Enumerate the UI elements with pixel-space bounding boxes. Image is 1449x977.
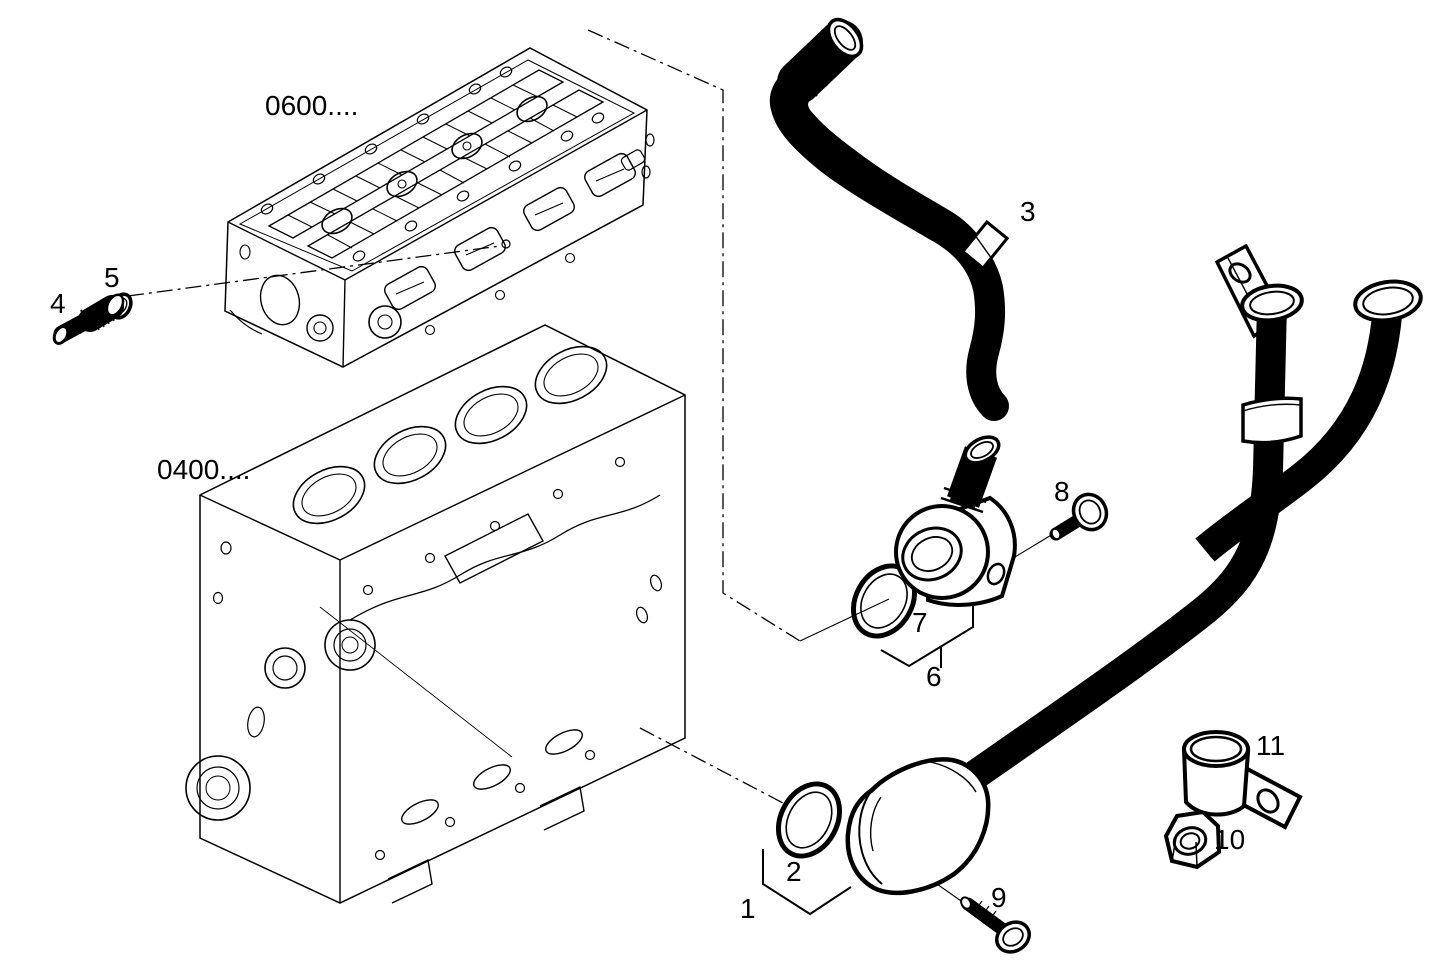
callout-leader-lines: [762, 533, 1054, 916]
part-number-label-7: 7: [912, 607, 928, 638]
bolt-9: [960, 896, 1031, 954]
hose-sleeve: [960, 219, 1010, 271]
coolant-pipe-drawing: [845, 243, 1423, 896]
part-number-label-10: 10: [1214, 824, 1246, 855]
bracket-part-1: [762, 849, 852, 916]
part-number-label-2: 2: [786, 856, 802, 887]
pipe-elbow-boss: [845, 757, 991, 896]
part-number-label-3: 3: [1020, 196, 1036, 227]
ref-label-0600: 0600....: [265, 90, 359, 121]
fitting-bore-hole: [501, 239, 511, 249]
part-number-label-5: 5: [104, 262, 120, 293]
ref-label-0400: 0400....: [157, 454, 251, 485]
part-number-label-6: 6: [926, 661, 942, 692]
part-number-label-11: 11: [1256, 730, 1286, 761]
bolt-8: [1049, 492, 1109, 541]
engine-block-drawing: [185, 324, 686, 904]
part-number-label-4: 4: [50, 288, 66, 319]
part-number-label-9: 9: [991, 882, 1007, 913]
o-ring-2: [776, 781, 842, 859]
part-number-label-8: 8: [1054, 476, 1070, 507]
pipe-clamp-11: [1181, 730, 1303, 830]
hose-drawing: [769, 17, 1010, 421]
bracket-part-6: [880, 590, 974, 668]
part-number-label-1: 1: [740, 893, 756, 924]
construction-lines: [127, 29, 801, 804]
cylinder-head-drawing: [224, 47, 655, 368]
pipe-sleeve: [1241, 396, 1303, 445]
nut-10: [1163, 809, 1222, 870]
thermostat-housing-drawing: [894, 435, 1017, 607]
union-fitting-4: [52, 293, 125, 345]
